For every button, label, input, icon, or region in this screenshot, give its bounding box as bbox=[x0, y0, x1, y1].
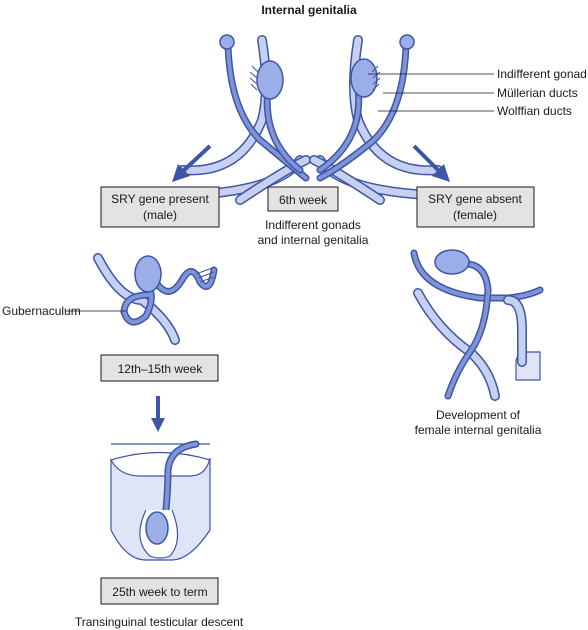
box-sry-present-line1: SRY gene present bbox=[111, 192, 209, 206]
arrow-to-male bbox=[172, 144, 212, 182]
box-25th-week-term bbox=[100, 577, 219, 605]
caption-female-line2: female internal genitalia bbox=[415, 423, 542, 437]
gonad-male-12-15 bbox=[134, 255, 162, 293]
caption-descent: Transinguinal testicular descent bbox=[75, 615, 244, 629]
label-wolffian-ducts: Wolffian ducts bbox=[497, 104, 572, 118]
box-6th-week bbox=[267, 186, 339, 212]
female-development-illustration bbox=[410, 249, 544, 401]
mullerian-end-right bbox=[399, 34, 415, 50]
box-12-15-week bbox=[100, 354, 219, 382]
box-6th-week-label: 6th week bbox=[279, 193, 328, 207]
testis-term bbox=[145, 511, 169, 545]
indifferent-stage-illustration bbox=[177, 34, 443, 205]
caption-indifferent-line2: and internal genitalia bbox=[258, 233, 369, 247]
indifferent-gonad-left bbox=[256, 60, 284, 100]
box-sry-absent-line2: (female) bbox=[453, 208, 497, 222]
male-term-illustration bbox=[110, 440, 211, 561]
diagram-title: Internal genitalia bbox=[261, 3, 357, 17]
box-sry-absent bbox=[416, 186, 535, 228]
box-sry-present-line2: (male) bbox=[143, 208, 177, 222]
arrow-to-term bbox=[151, 396, 165, 432]
ovary bbox=[434, 249, 470, 275]
mullerian-end-left bbox=[219, 34, 235, 50]
label-gubernaculum: Gubernaculum bbox=[2, 304, 81, 318]
caption-female-line1: Development of bbox=[436, 408, 521, 422]
box-sry-absent-line1: SRY gene absent bbox=[428, 192, 522, 206]
label-indifferent-gonad: Indifferent gonad bbox=[497, 67, 587, 81]
box-sry-present bbox=[100, 186, 220, 228]
box-12-15-week-label: 12th–15th week bbox=[118, 362, 204, 376]
label-mullerian-ducts: Müllerian ducts bbox=[497, 86, 578, 100]
arrow-to-female bbox=[412, 144, 450, 182]
male-12-15-week-illustration bbox=[93, 253, 218, 345]
caption-indifferent-line1: Indifferent gonads bbox=[265, 218, 361, 232]
indifferent-gonad-right bbox=[350, 58, 378, 98]
box-25th-week-term-label: 25th week to term bbox=[112, 585, 207, 599]
